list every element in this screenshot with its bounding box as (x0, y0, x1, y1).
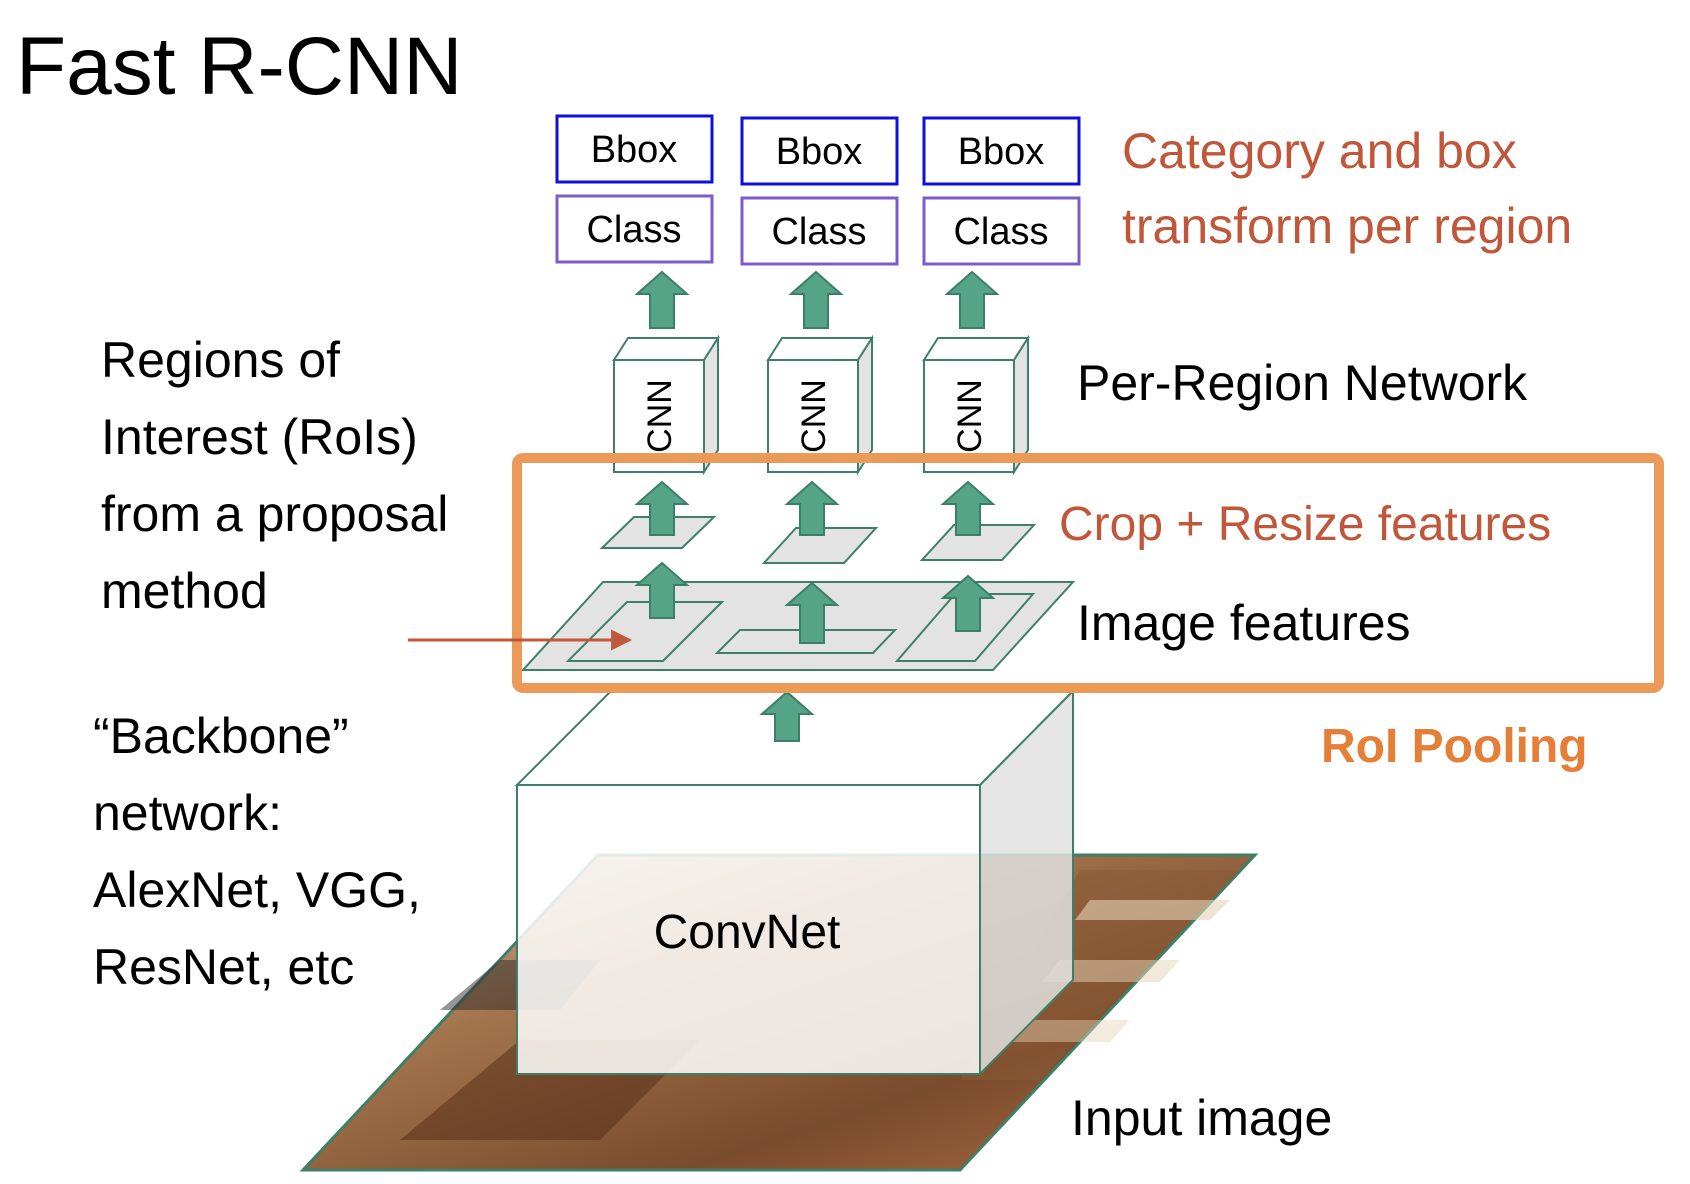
up-arrow-backbone (759, 690, 815, 742)
cnn-label-3: CNN (951, 379, 989, 453)
up-arrow-feature-3 (940, 574, 996, 632)
bbox-label-3: Bbox (958, 131, 1045, 173)
up-arrow-crop-2 (784, 480, 840, 536)
class-box-1 (555, 194, 714, 264)
class-box-2 (740, 196, 899, 266)
up-arrow-feature-2 (784, 581, 840, 644)
crop-resize-label: Crop + Resize features (1059, 498, 1551, 551)
page-title: Fast R-CNN (16, 21, 462, 112)
category-box-label: Category and box transform per region (1122, 123, 1572, 254)
cnn-label-1: CNN (641, 379, 679, 453)
class-label-3: Class (953, 211, 1048, 253)
bbox-box-2 (740, 116, 899, 186)
rois-label: Regions of Interest (RoIs) from a propos… (101, 332, 462, 619)
up-arrow-class-2 (788, 270, 844, 329)
roi-pooling-label: RoI Pooling (1321, 720, 1588, 773)
convnet-block (514, 688, 1076, 1077)
class-box-3 (922, 196, 1081, 266)
class-label-2: Class (771, 211, 866, 253)
input-image-label: Input image (1071, 1090, 1332, 1146)
image-features-label: Image features (1077, 595, 1411, 651)
cnn-label-2: CNN (795, 379, 833, 453)
bbox-box-1 (555, 114, 714, 184)
class-label-1: Class (586, 209, 681, 251)
cropped-feature-2 (761, 527, 879, 564)
roi-box-1 (565, 601, 725, 662)
up-arrow-class-3 (944, 270, 1000, 329)
up-arrow-feature-1 (634, 561, 690, 619)
up-arrow-crop-3 (940, 480, 996, 536)
backbone-label: “Backbone” network: AlexNet, VGG, ResNet… (93, 708, 435, 995)
cropped-feature-3 (919, 524, 1037, 561)
convnet-label: ConvNet (654, 906, 841, 959)
bbox-box-3 (922, 116, 1081, 186)
per-region-network-label: Per-Region Network (1077, 355, 1528, 411)
bbox-label-1: Bbox (591, 129, 678, 171)
up-arrow-crop-1 (634, 480, 690, 536)
roi-pooling-box (512, 453, 1664, 693)
up-arrow-class-1 (634, 270, 690, 329)
bbox-label-2: Bbox (776, 131, 863, 173)
